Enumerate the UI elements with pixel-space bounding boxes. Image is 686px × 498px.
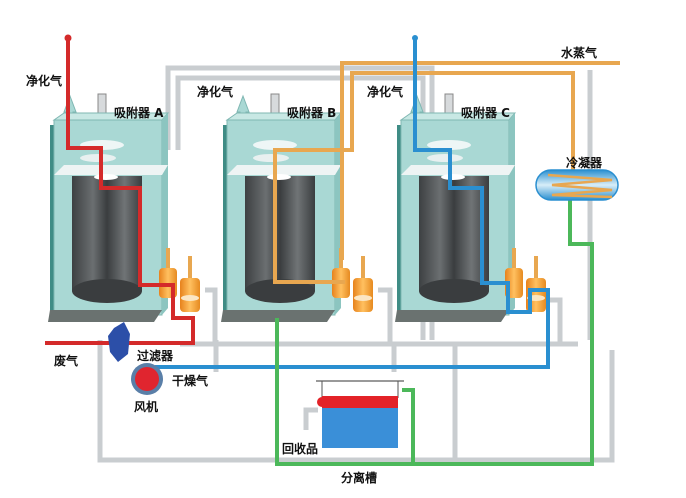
steam-line-main — [340, 61, 620, 260]
valve-stem-2-c — [534, 256, 538, 280]
carbon-bed-a — [72, 176, 142, 291]
condenser-coil — [547, 173, 613, 199]
condenser — [535, 169, 619, 201]
label-adsorber-a: 吸附器 A — [114, 106, 164, 120]
valve-2-cap-b — [354, 295, 372, 301]
waste-gas-line — [45, 38, 195, 345]
swirl-1-c — [427, 140, 471, 150]
carbon-bed-top-a — [94, 174, 118, 180]
gray-pipe-valve-a — [205, 287, 218, 344]
condenser-shell — [535, 169, 619, 201]
steam-line-to-condenser — [570, 71, 575, 175]
waste-gas-outlet-dot — [64, 34, 72, 42]
gray-pipe-valve-b — [378, 287, 393, 344]
label-condenser: 冷凝器 — [566, 156, 603, 170]
swirl-2-b — [253, 154, 289, 162]
fan-icon — [131, 363, 163, 395]
label-separation-tank: 分离槽 — [341, 471, 378, 485]
carbon-bed-bottom-a — [72, 279, 142, 303]
adsorber-c — [395, 93, 546, 322]
label-adsorber-b: 吸附器 B — [287, 106, 337, 120]
label-fan: 风机 — [134, 400, 159, 414]
label-clean-gas-a: 净化气 — [26, 74, 63, 88]
condensate-line — [275, 200, 594, 466]
dry-gas-path — [155, 38, 550, 369]
label-filter: 过滤器 — [137, 349, 174, 363]
separation-tank-water-layer — [322, 408, 398, 448]
valve-stem-1-a — [166, 248, 170, 270]
carbon-bed-bottom-b — [245, 279, 315, 303]
distribution-plate-c — [401, 165, 515, 175]
separation-tank — [316, 380, 404, 448]
condensate-main — [275, 200, 594, 466]
gray-pipe-outer-loop — [97, 340, 615, 463]
fan-inner — [135, 367, 159, 391]
swirl-2-c — [427, 154, 463, 162]
carbon-bed-top-b — [267, 174, 291, 180]
swirl-2-a — [80, 154, 116, 162]
valve-2-cap-a — [181, 295, 199, 301]
condensate-to-tank — [402, 388, 415, 464]
tank-base-b — [221, 310, 335, 322]
label-recovered-product: 回收品 — [282, 442, 319, 456]
label-dry-gas: 干燥气 — [172, 374, 209, 388]
carbon-bed-c — [419, 176, 489, 291]
gray-pipe-recovery — [303, 407, 318, 430]
label-steam: 水蒸气 — [561, 46, 598, 60]
swirl-1-b — [253, 140, 297, 150]
dry-gas-line — [155, 38, 550, 369]
filter-icon — [108, 322, 130, 362]
carbon-bed-bottom-c — [419, 279, 489, 303]
separation-tank-outlet — [317, 397, 327, 407]
label-adsorber-c: 吸附器 C — [461, 106, 510, 120]
valve-stem-2-b — [361, 256, 365, 280]
valve-stem-2-a — [188, 256, 192, 280]
steam-line — [273, 61, 620, 284]
steam-line-b-inner — [273, 71, 570, 284]
waste-gas-path — [45, 38, 195, 345]
label-waste-gas: 废气 — [54, 354, 79, 368]
separation-tank-organic-layer — [322, 396, 398, 408]
tank-base-a — [48, 310, 162, 322]
distribution-plate-b — [227, 165, 341, 175]
carbon-bed-top-c — [441, 174, 465, 180]
label-clean-gas-b: 净化气 — [197, 85, 234, 99]
adsorber-b — [221, 93, 373, 322]
carbon-bed-b — [245, 176, 315, 291]
distribution-plate-a — [54, 165, 168, 175]
valve-stem-1-c — [512, 248, 516, 270]
dry-gas-outlet-dot — [412, 35, 418, 41]
label-clean-gas-c: 净化气 — [367, 85, 404, 99]
tank-base-c — [395, 310, 509, 322]
